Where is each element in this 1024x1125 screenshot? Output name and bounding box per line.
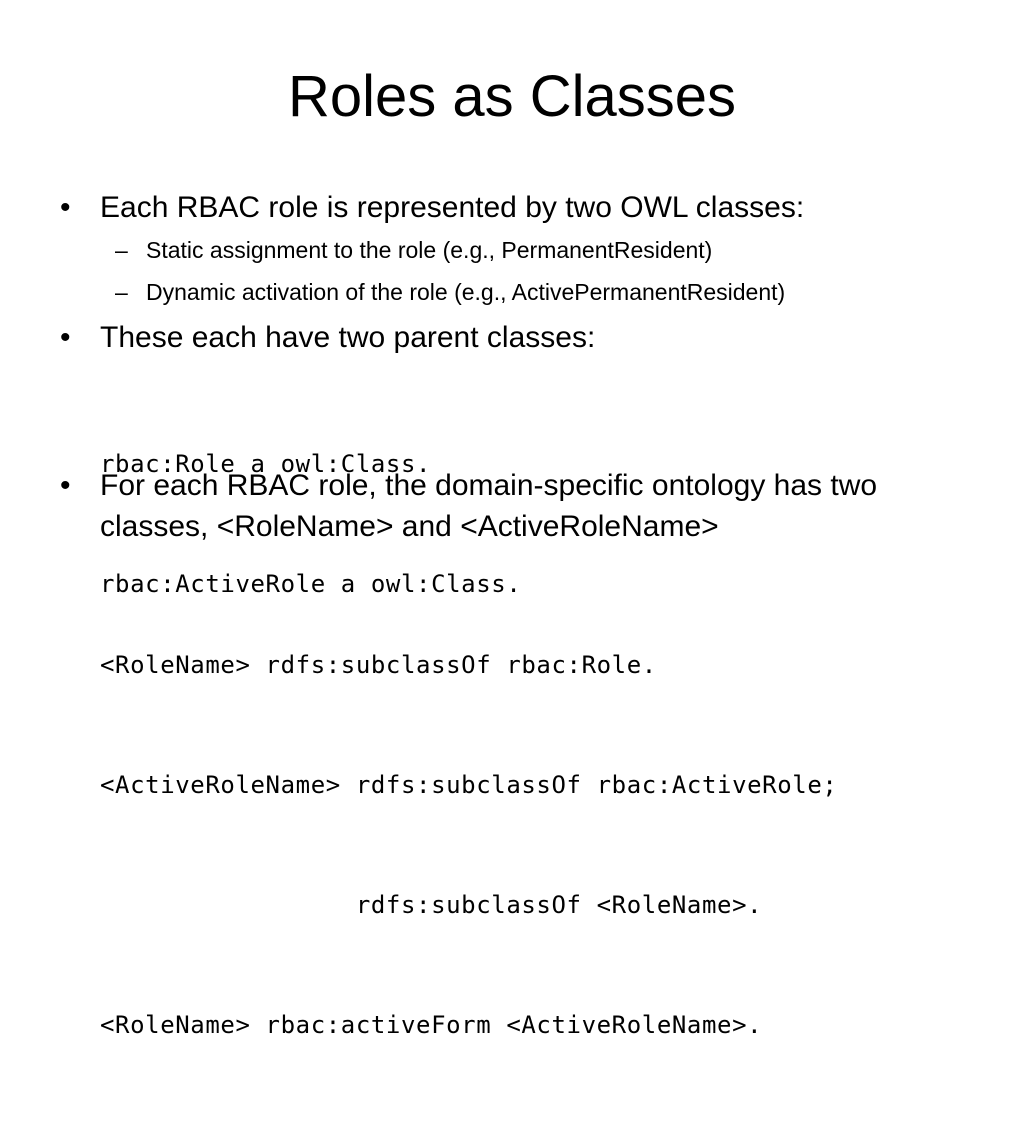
bullet-text: These each have two parent classes: <box>100 321 596 354</box>
code-line: <RoleName> rdfs:subclassOf rbac:Role. <box>100 651 657 679</box>
bullet-text: classes, <RoleName> and <ActiveRoleName> <box>100 510 719 543</box>
code-line: rbac:ActiveRole a owl:Class. <box>100 570 522 598</box>
sub-bullet-marker: – <box>115 279 128 305</box>
sub-bullet-text: Static assignment to the role (e.g., Per… <box>146 237 713 263</box>
bullet-marker: • <box>60 469 71 502</box>
bullet-item: • These each have two parent classes: <box>60 318 595 358</box>
code-line: <RoleName> rbac:activeForm <ActiveRoleNa… <box>100 1011 763 1039</box>
bullet-text: Each RBAC role is represented by two OWL… <box>100 191 805 224</box>
sub-bullet-text: Dynamic activation of the role (e.g., Ac… <box>146 279 786 305</box>
code-block: rbac:Role a owl:Class. rbac:ActiveRole a… <box>100 364 521 684</box>
code-block: <RoleName> rdfs:subclassOf rbac:Role. <A… <box>100 565 837 1125</box>
bullet-item: • Each RBAC role is represented by two O… <box>60 188 804 228</box>
slide-title: Roles as Classes <box>287 64 737 129</box>
code-line: rbac:Role a owl:Class. <box>100 450 432 478</box>
slide: Roles as Classes • Each RBAC role is rep… <box>60 64 877 1039</box>
bullet-continuation: classes, <RoleName> and <ActiveRoleName> <box>60 507 719 547</box>
sub-bullet-marker: – <box>115 237 128 263</box>
code-line: rdfs:subclassOf <RoleName>. <box>100 891 763 919</box>
bullet-marker: • <box>60 191 71 224</box>
code-line: <ActiveRoleName> rdfs:subclassOf rbac:Ac… <box>100 771 838 799</box>
bullet-item: • For each RBAC role, the domain-specifi… <box>60 466 877 506</box>
bullet-marker: • <box>60 321 71 354</box>
bullet-text: For each RBAC role, the domain-specific … <box>100 469 878 502</box>
